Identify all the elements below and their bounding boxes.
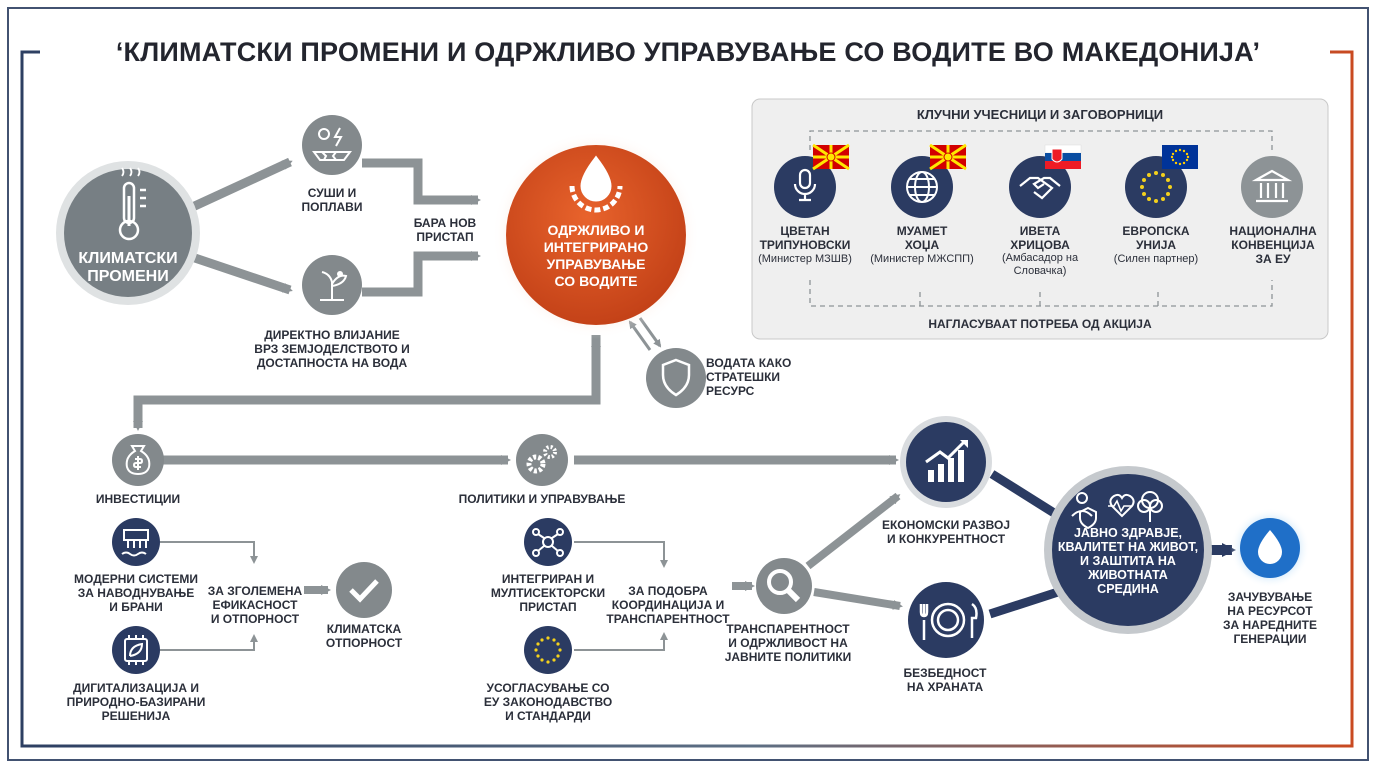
- stakeholder-role-4: (Силен партнер): [1113, 253, 1199, 265]
- stakeholder-role-2: (Министер МЖСПП): [870, 253, 974, 265]
- network-circle: [524, 518, 572, 566]
- dam-icon: [121, 529, 149, 557]
- stakeholder-name-1: ЦВЕТАН ТРИПУНОВСКИ: [759, 224, 851, 252]
- transparency-label: ТРАНСПАРЕНТНОСТ И ОДРЖЛИВОСТ НА ЈАВНИТЕ …: [724, 622, 852, 664]
- coordination-label: ЗА ПОДОБРА КООРДИНАЦИЈА И ТРАНСПАРЕНТНОС…: [606, 584, 730, 626]
- outer-border: [7, 7, 1369, 761]
- growth-chart-icon: [925, 440, 968, 482]
- food-label: БЕЗБЕДНОСТ НА ХРАНАТА: [903, 666, 987, 694]
- arrow-agri-to-core: [362, 251, 481, 297]
- eu-stars-icon-stakeholder: [1140, 171, 1172, 203]
- shield-circle: [646, 348, 706, 408]
- arrow-transparency-to-economy: [805, 492, 901, 570]
- health-nature-icon: [1071, 491, 1163, 530]
- dam-circle: [112, 518, 160, 566]
- chip-label: ДИГИТАЛИЗАЦИЈА И ПРИРОДНО-БАЗИРАНИ РЕШЕН…: [66, 681, 206, 723]
- core-label: ОДРЖЛИВО И ИНТЕГРИРАНО УПРАВУВАЊЕ СО ВОД…: [543, 222, 649, 289]
- page-title: ‘КЛИМАТСКИ ПРОМЕНИ И ОДРЖЛИВО УПРАВУВАЊЕ…: [115, 37, 1261, 67]
- handshake-icon: [1019, 176, 1061, 200]
- eu-circle: [524, 626, 572, 674]
- arrow-climate-to-agri: [184, 250, 293, 295]
- health-circle: [1052, 474, 1204, 626]
- eu-alignment-label: УСОГЛАСУВАЊЕ СО ЕУ ЗАКОНОДАВСТВО И СТАНД…: [483, 681, 613, 723]
- connector-chip: [160, 634, 258, 651]
- gears-icon: [526, 445, 557, 474]
- thermometer-icon: [118, 167, 146, 241]
- chip-leaf-icon: [124, 635, 148, 665]
- climate-circle: [64, 169, 192, 297]
- drought-storm-icon: [312, 127, 352, 161]
- chip-circle: [112, 626, 160, 674]
- dam-label: МОДЕРНИ СИСТЕМИ ЗА НАВОДНУВАЊЕ И БРАНИ: [74, 572, 198, 614]
- health-label: ЈАВНО ЗДРАВЈЕ, КВАЛИТЕТ НА ЖИВОТ, И ЗАШТ…: [1057, 526, 1199, 596]
- frame-border: [20, 50, 1354, 748]
- transparency-circle: [756, 558, 812, 614]
- resilience-label: КЛИМАТСКА ОТПОРНОСТ: [325, 622, 403, 650]
- stakeholder-dashed-top: [809, 130, 1273, 150]
- slovakia-flag: [1044, 144, 1082, 169]
- stakeholder-role-1: (Министер МЗШВ): [758, 253, 852, 265]
- microphone-icon: [793, 168, 817, 202]
- connector-network: [574, 541, 668, 568]
- stakeholders-footer: НАГЛАСУВААТ ПОТРЕБА ОД АКЦИЈА: [928, 317, 1152, 331]
- magnifier-icon: [767, 569, 801, 603]
- network-icon: [532, 528, 564, 557]
- stakeholder-dashed-ticks: [919, 288, 1159, 306]
- food-circle: [908, 582, 984, 658]
- north-macedonia-flag: [929, 143, 967, 171]
- connector-economy-health: [989, 470, 1065, 522]
- checkmark-icon: [349, 579, 379, 603]
- arrow-transparency-to-food: [813, 588, 903, 610]
- agri-impact-label: ДИРЕКТНО ВЛИЈАНИЕ ВРЗ ЗЕМЈОДЕЛСТВОТО И Д…: [254, 328, 410, 370]
- new-approach-label: БАРА НОВ ПРИСТАП: [413, 216, 477, 244]
- drought-circle: [302, 115, 362, 175]
- network-label: ИНТЕГРИРАН И МУЛТИСЕКТОРСКИ ПРИСТАП: [490, 572, 606, 614]
- eu-stars-icon: [534, 636, 562, 664]
- efficiency-label: ЗА ЗГОЛЕМЕНА ЕФИКАСНОСТ И ОТПОРНОСТ: [207, 584, 303, 626]
- connector-eu: [574, 632, 668, 651]
- water-gear-icon: [569, 155, 623, 213]
- economy-label: ЕКОНОМСКИ РАЗВОЈ И КОНКУРЕНТНОСТ: [881, 518, 1011, 546]
- climate-label: КЛИМАТСКИ ПРОМЕНИ: [78, 250, 178, 285]
- connector-food-health: [988, 587, 1060, 619]
- resilience-circle: [336, 562, 392, 618]
- stakeholders-title: КЛУЧНИ УЧЕСНИЦИ И ЗАГОВОРНИЦИ: [916, 107, 1164, 122]
- stakeholder-name-5: НАЦИОНАЛНА КОНВЕНЦИЈА ЗА ЕУ: [1229, 224, 1317, 266]
- connector-dam: [160, 541, 258, 564]
- eu-flag: [1162, 145, 1198, 169]
- core-circle: [506, 145, 686, 325]
- economy-circle: [906, 422, 986, 502]
- arrow-climate-to-drought: [184, 157, 293, 215]
- water-drop-icon: [1258, 530, 1282, 564]
- strategic-resource-label: ВОДАТА КАКО СТРАТЕШКИ РЕСУРС: [706, 356, 792, 398]
- stakeholder-dashed-bottom: [809, 280, 1273, 307]
- globe-icon: [906, 171, 938, 203]
- future-label: ЗАЧУВУВАЊЕ НА РЕСУРСОТ ЗА НАРЕДНИТЕ ГЕНЕ…: [1222, 590, 1318, 646]
- stakeholder-role-3: (Амбасадор на Словачка): [1001, 252, 1079, 277]
- drought-label: СУШИ И ПОПЛАВИ: [301, 186, 363, 214]
- plate-icon: [919, 602, 978, 640]
- policies-label: ПОЛИТИКИ И УПРАВУВАЊЕ: [458, 492, 626, 506]
- stakeholder-name-4: ЕВРОПСКА УНИЈА: [1122, 224, 1190, 252]
- policies-circle: [516, 434, 568, 486]
- money-bag-icon: [125, 445, 151, 476]
- investments-label: ИНВЕСТИЦИИ: [95, 492, 181, 506]
- north-macedonia-flag: [812, 143, 850, 171]
- stakeholder-name-3: ИВЕТА ХРИЦОВА: [1010, 224, 1070, 252]
- stakeholder-name-2: МУАМЕТ ХОЏА: [896, 224, 948, 252]
- institution-icon: [1251, 169, 1293, 203]
- shield-icon: [661, 358, 691, 397]
- wilting-plant-icon: [320, 271, 348, 301]
- arrow-drought-to-core: [362, 158, 481, 205]
